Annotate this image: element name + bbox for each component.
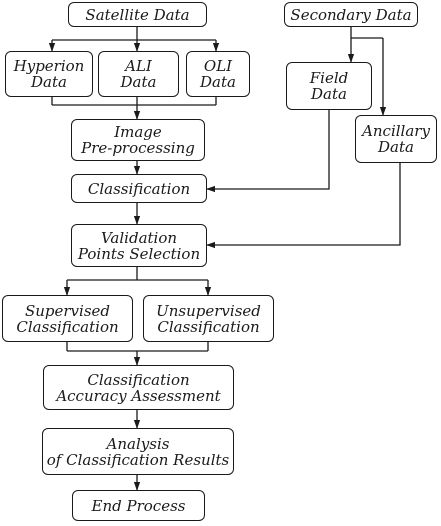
node-label-line: Data bbox=[378, 138, 414, 156]
node-label-line: Classification bbox=[16, 317, 119, 336]
secondary-data-box: Secondary Data bbox=[284, 2, 418, 27]
edge-field-to-classification bbox=[206, 110, 330, 193]
node-label-line: OLI bbox=[203, 57, 233, 75]
node-label-line: Data bbox=[200, 73, 236, 91]
node-label-line: Points Selection bbox=[77, 244, 201, 263]
node-label-line: Field bbox=[309, 69, 349, 87]
node-label-line: Unsupervised bbox=[156, 301, 261, 320]
node-label-line: Accuracy Assessment bbox=[56, 386, 221, 405]
edge-ancillary-to-validation bbox=[206, 163, 401, 249]
node-label-line: ALI bbox=[125, 57, 152, 75]
node-label-line: Classification bbox=[87, 179, 191, 198]
node-label-line: Analysis bbox=[106, 434, 170, 453]
node-label-line: Data bbox=[31, 73, 67, 91]
node-label-line: of Classification Results bbox=[46, 450, 230, 469]
node-label-line: Ancillary bbox=[362, 122, 430, 140]
end-process-box: End Process bbox=[72, 490, 205, 521]
node-label-line: Hyperion bbox=[13, 57, 85, 75]
classification-box: Classification bbox=[71, 174, 207, 203]
node-label-line: Data bbox=[120, 73, 157, 91]
node-label-line: Classification bbox=[157, 317, 260, 336]
node-label-line: Data bbox=[311, 85, 347, 103]
node-label-line: Supervised bbox=[24, 301, 111, 320]
node-label-line: End Process bbox=[91, 496, 186, 515]
node-label-line: Secondary Data bbox=[290, 5, 412, 24]
node-label-line: Classification bbox=[87, 370, 190, 389]
node-label-line: Image bbox=[114, 123, 162, 141]
node-label-line: Validation bbox=[100, 228, 178, 247]
satellite-data-box: Satellite Data bbox=[68, 2, 207, 27]
node-label-line: Pre-processing bbox=[81, 139, 195, 157]
node-label-line: Satellite Data bbox=[85, 5, 190, 24]
